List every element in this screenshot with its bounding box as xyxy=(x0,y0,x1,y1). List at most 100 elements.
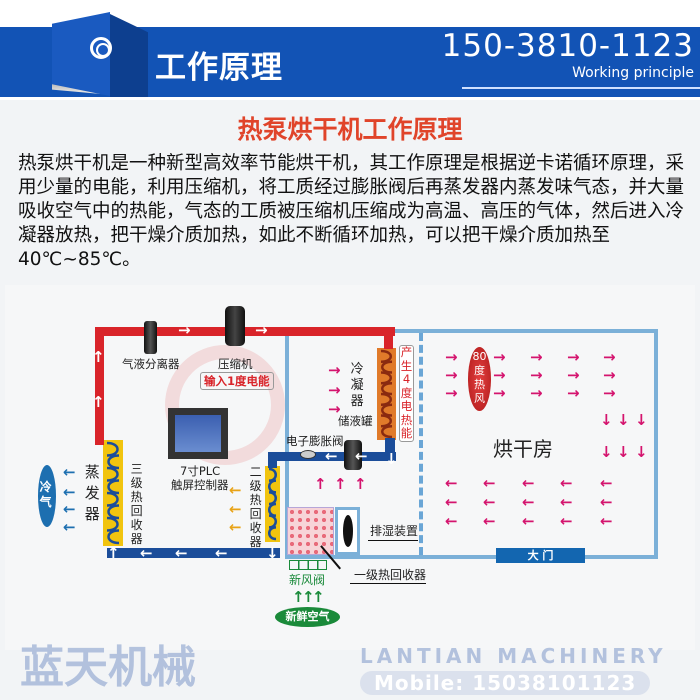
coil-layer xyxy=(103,348,396,546)
label-recovery3: 三级热回收器 xyxy=(130,462,143,546)
warm-air-arrow-icon: ← xyxy=(229,481,242,499)
label-plc-2: 触屏控制器 xyxy=(171,478,229,492)
label-fresh-valve: 新风阀 xyxy=(289,573,326,587)
hot-air-badge xyxy=(468,347,491,411)
hot-pipe-top xyxy=(95,327,395,336)
airflow-arrow-icon: ← xyxy=(560,493,573,511)
dehumidifier-fan xyxy=(335,507,360,555)
label-drying-room: 烘干房 xyxy=(493,437,553,461)
airflow-arrow-icon: → xyxy=(530,366,543,384)
airflow-arrow-icon: → xyxy=(493,366,506,384)
airflow-arrow-icon: → xyxy=(493,384,506,402)
airflow-arrow-icon: ↓ xyxy=(600,443,613,461)
watermark-brand-en: LANTIAN MACHINERY xyxy=(360,644,667,668)
drying-room-outline xyxy=(285,329,658,559)
airflow-arrow-icon: → xyxy=(603,366,616,384)
airflow-arrow-icon: ← xyxy=(560,474,573,492)
cold-pipe-mid xyxy=(268,452,396,461)
airflow-arrow-icon: → xyxy=(530,348,543,366)
flow-arrow-icon: ↑ xyxy=(92,348,105,366)
airflow-arrow-icon: → xyxy=(567,384,580,402)
airflow-arrow-icon: → xyxy=(445,384,458,402)
label-energy-in: 输入1度电能 xyxy=(200,372,274,390)
airflow-arrow-icon: ← xyxy=(600,512,613,530)
door[interactable]: 大 门 xyxy=(496,548,585,563)
flow-arrow-icon: ↑ xyxy=(107,544,120,562)
label-hot-air: 80度热风 xyxy=(472,350,487,405)
liquid-storage-tank xyxy=(344,440,362,470)
airflow-arrow-icon: ← xyxy=(445,512,458,530)
fresh-air-arrow-icon: ↑ xyxy=(312,588,325,606)
warm-air-arrow-icon: ← xyxy=(229,518,242,536)
airflow-arrow-icon: → xyxy=(328,381,341,399)
label-condenser: 冷凝器 xyxy=(350,362,364,409)
label-dehumid: 排湿装置 xyxy=(368,522,419,541)
flow-arrow-icon: → xyxy=(178,321,191,339)
flow-arrow-icon: ← xyxy=(325,447,338,465)
airflow-arrow-icon: → xyxy=(567,366,580,384)
airflow-arrow-icon: → xyxy=(328,400,341,418)
label-valve: 电子膨胀阀 xyxy=(286,434,344,448)
cold-pipe-bottom xyxy=(107,548,280,558)
airflow-arrow-icon: ← xyxy=(483,493,496,511)
airflow-arrow-icon: → xyxy=(445,348,458,366)
hot-pipe-left xyxy=(95,327,104,445)
plc-touchscreen xyxy=(168,408,228,459)
airflow-arrow-icon: ← xyxy=(522,512,535,530)
airflow-arrow-icon: ← xyxy=(483,474,496,492)
airflow-arrow-icon: ↑ xyxy=(354,475,367,493)
expansion-valve xyxy=(300,450,316,459)
flow-arrow-icon: → xyxy=(255,321,268,339)
description-paragraph: 热泵烘干机是一种新型高效率节能烘干机，其工作原理是根据逆卡诺循环原理，采用少量的… xyxy=(18,153,685,270)
airflow-arrow-icon: ← xyxy=(445,474,458,492)
condenser-coil xyxy=(377,348,396,440)
airflow-arrow-icon: ↓ xyxy=(617,443,630,461)
airflow-arrow-icon: ← xyxy=(600,474,613,492)
gas-liquid-separator xyxy=(144,321,157,354)
room-partition xyxy=(419,333,423,555)
fresh-air-arrow-icon: ↑ xyxy=(302,588,315,606)
cold-air-arrow-icon: ← xyxy=(63,518,76,536)
label-compressor: 压缩机 xyxy=(218,357,253,371)
target-ring-icon xyxy=(90,37,112,59)
label-plc-1: 7寸PLC xyxy=(180,464,221,478)
airflow-arrow-icon: ↓ xyxy=(635,411,648,429)
warm-air-arrow-icon: ← xyxy=(229,500,242,518)
airflow-arrow-icon: → xyxy=(493,348,506,366)
label-recovery1: 一级热回收器 xyxy=(350,566,427,584)
label-cold-air: 冷气 xyxy=(39,480,52,509)
airflow-arrow-icon: ← xyxy=(600,493,613,511)
room-wall xyxy=(285,445,289,505)
fresh-air-arrow-icon: ↑ xyxy=(292,588,305,606)
label-separator: 气液分离器 xyxy=(122,357,180,371)
flow-arrow-icon: ← xyxy=(215,544,228,562)
cold-pipe-joint xyxy=(268,452,277,468)
hot-pipe-down xyxy=(384,327,393,349)
cold-air-arrow-icon: ← xyxy=(63,483,76,501)
airflow-arrow-icon: → xyxy=(603,348,616,366)
label-evaporator: 蒸发器 xyxy=(84,463,100,523)
airflow-arrow-icon: → xyxy=(530,384,543,402)
airflow-arrow-icon: ↑ xyxy=(314,475,327,493)
flow-arrow-icon: ← xyxy=(140,544,153,562)
airflow-arrow-icon: ↓ xyxy=(635,443,648,461)
label-tank: 储液罐 xyxy=(338,414,373,428)
airflow-arrow-icon: → xyxy=(328,361,341,379)
label-recovery2: 二级热回收器 xyxy=(249,465,262,549)
flow-arrow-icon: ↓ xyxy=(266,544,279,562)
airflow-arrow-icon: ↑ xyxy=(334,475,347,493)
section-title: 工作原理 xyxy=(155,50,283,86)
cold-pipe-condenser-out xyxy=(385,438,395,458)
watermark-brand: 蓝天机械 xyxy=(20,642,196,693)
evaporator-coil xyxy=(103,440,123,546)
flow-arrow-icon: ← xyxy=(355,447,368,465)
cold-air-arrow-icon: ← xyxy=(63,500,76,518)
secondary-recovery-coil xyxy=(265,466,280,542)
label-fresh-air: 新鲜空气 xyxy=(275,607,340,627)
flow-arrow-icon: ↑ xyxy=(92,393,105,411)
fresh-air-valve xyxy=(289,560,327,570)
flow-arrow-icon: ↓ xyxy=(385,450,398,468)
airflow-arrow-icon: ↓ xyxy=(600,411,613,429)
divider xyxy=(462,87,700,89)
